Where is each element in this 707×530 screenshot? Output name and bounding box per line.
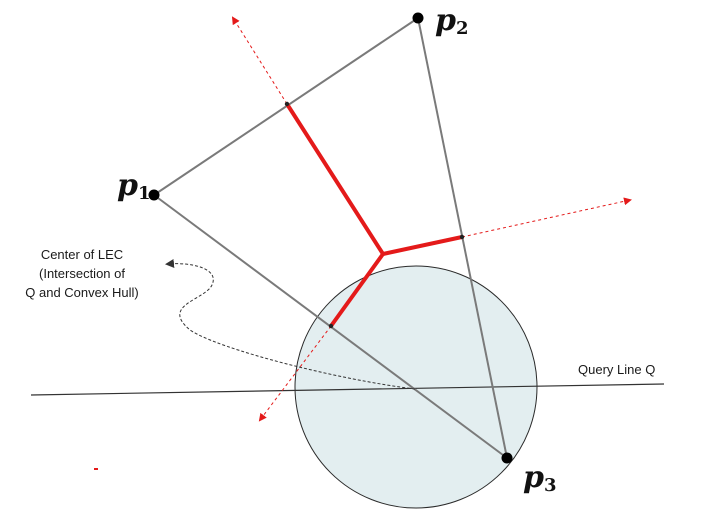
midpoint-marker-p2-p3 bbox=[459, 234, 465, 240]
point-subscript-p1: 1 bbox=[138, 183, 151, 204]
voronoi-edge-p1-p2 bbox=[285, 102, 385, 256]
point-label-p2: p2 bbox=[435, 3, 469, 39]
point-letter-p3: p bbox=[523, 460, 544, 495]
midpoint-marker-p1-p2 bbox=[284, 101, 290, 107]
point-label-p3: p3 bbox=[523, 460, 557, 496]
point-letter-p2: p bbox=[435, 3, 456, 38]
largest-empty-circle bbox=[294, 265, 538, 509]
query-line bbox=[30, 383, 665, 396]
bisector-extension-p1-p2 bbox=[231, 16, 288, 105]
voronoi-edge-p2-p3 bbox=[381, 235, 464, 256]
bisector-extension-p2-p3 bbox=[461, 197, 632, 238]
voronoi-edge-p1-p3 bbox=[329, 252, 385, 328]
point-p3 bbox=[501, 452, 513, 464]
hull-edge-p1-p2 bbox=[153, 17, 419, 196]
point-subscript-p3: 3 bbox=[544, 475, 557, 496]
lec-center-annotation-line1: Center of LEC bbox=[41, 247, 123, 262]
point-p2 bbox=[412, 12, 424, 24]
point-p1 bbox=[148, 189, 160, 201]
point-subscript-p2: 2 bbox=[456, 18, 469, 39]
lec-center-annotation-line3: Q and Convex Hull) bbox=[25, 285, 138, 300]
midpoint-marker-p1-p3 bbox=[328, 323, 334, 329]
bisector-extension-p1-p3 bbox=[258, 325, 332, 422]
lec-center-annotation-line2: (Intersection of bbox=[39, 266, 125, 281]
point-letter-p1: p bbox=[117, 168, 138, 203]
lec-center-callout-pointer bbox=[165, 258, 416, 390]
point-label-p1: p1 bbox=[117, 168, 151, 204]
query-line-label: Query Line Q bbox=[578, 362, 655, 377]
